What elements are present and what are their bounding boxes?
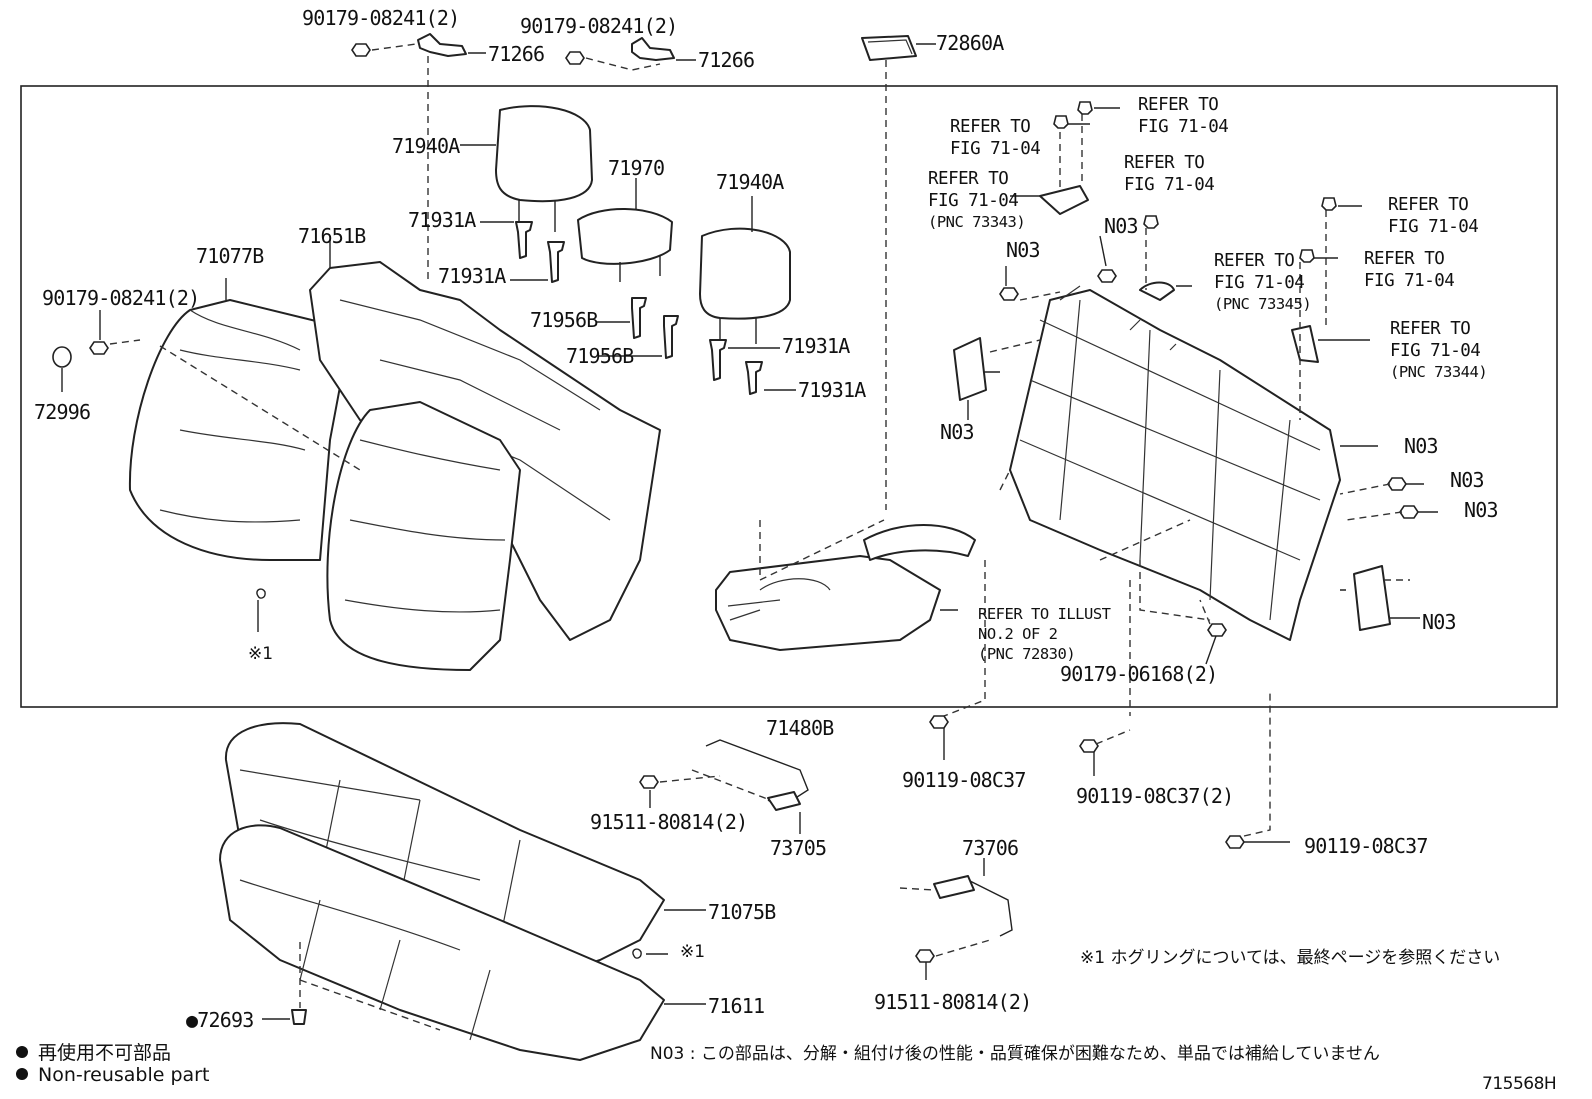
label-bolt-90119-08c37-c[interactable]: 90119-08C37 bbox=[1304, 834, 1428, 858]
bracket-71266-left-drawing bbox=[351, 33, 486, 282]
label-pad-71611[interactable]: 71611 bbox=[708, 994, 765, 1018]
headrest-71940a-right-drawing bbox=[699, 196, 791, 346]
label-bracket-71266-a[interactable]: 71266 bbox=[488, 42, 545, 66]
hook-73706-drawing bbox=[899, 858, 1013, 980]
label-bolt-90119-08c37-a[interactable]: 90119-08C37 bbox=[902, 768, 1026, 792]
bracket-71266-right-drawing bbox=[565, 37, 696, 71]
pocket-72860a-drawing bbox=[861, 35, 936, 510]
label-support-71931a-4[interactable]: 71931A bbox=[798, 378, 866, 402]
label-clip-72693[interactable]: ●72693 bbox=[186, 1008, 254, 1032]
label-cap-72996[interactable]: 72996 bbox=[34, 400, 91, 424]
label-bolt-90119-08c37-b[interactable]: 90119-08C37(2) bbox=[1076, 784, 1234, 808]
label-bolt-90179-08241-b[interactable]: 90179-08241(2) bbox=[520, 14, 678, 38]
label-hook-73705[interactable]: 73705 bbox=[770, 836, 827, 860]
headrest-71970-drawing bbox=[577, 178, 673, 282]
label-support-71931a-2[interactable]: 71931A bbox=[438, 264, 506, 288]
legend-non-reusable-en: Non-reusable part bbox=[16, 1064, 209, 1086]
label-part-72860a[interactable]: 72860A bbox=[936, 31, 1004, 55]
bolts-90119-drawing bbox=[929, 690, 1290, 849]
label-headrest-71970[interactable]: 71970 bbox=[608, 156, 665, 180]
seat-cushion-pad-71611-drawing bbox=[219, 824, 706, 1061]
headrest-71940a-left-drawing bbox=[460, 105, 593, 232]
hook-73705-drawing bbox=[639, 739, 809, 834]
label-n03-4[interactable]: N03 bbox=[1404, 434, 1439, 458]
figure-id: 715568H bbox=[1482, 1074, 1557, 1094]
seatback-frame-71480b-drawing bbox=[943, 285, 1341, 717]
label-pad-71651b[interactable]: 71651B bbox=[298, 224, 366, 248]
n03-note: N03 : この部品は、分解・組付け後の性能・品質確保が困難なため、単品では補給… bbox=[650, 1044, 1380, 1064]
label-n03-6[interactable]: N03 bbox=[1464, 498, 1499, 522]
legend-non-reusable-jp: 再使用不可部品 bbox=[16, 1038, 171, 1065]
label-bolt-91511-80814-b[interactable]: 91511-80814(2) bbox=[874, 990, 1032, 1014]
label-support-71931a-3[interactable]: 71931A bbox=[782, 334, 850, 358]
n03-side-pieces-drawing bbox=[953, 337, 1420, 631]
label-cover-71075b[interactable]: 71075B bbox=[708, 900, 776, 924]
label-bolt-91511-80814-a[interactable]: 91511-80814(2) bbox=[590, 810, 748, 834]
label-guide-71956b-1[interactable]: 71956B bbox=[530, 308, 598, 332]
seatback-cover-71077b-drawing bbox=[128, 278, 346, 561]
label-headrest-71940a-right[interactable]: 71940A bbox=[716, 170, 784, 194]
label-guide-71956b-2[interactable]: 71956B bbox=[566, 344, 634, 368]
label-hook-73706[interactable]: 73706 bbox=[962, 836, 1019, 860]
label-bolt-90179-08241-a[interactable]: 90179-08241(2) bbox=[302, 6, 460, 30]
label-n03-7[interactable]: N03 bbox=[1422, 610, 1457, 634]
non-reusable-dot-icon bbox=[16, 1046, 28, 1058]
label-n03-5[interactable]: N03 bbox=[1450, 468, 1485, 492]
hog-ring-note: ※1 ホグリングについては、最終ページを参照ください bbox=[1080, 948, 1501, 968]
hog-ring-bottom-drawing bbox=[632, 948, 668, 959]
hog-ring-left-drawing bbox=[256, 588, 266, 599]
label-cover-71077b[interactable]: 71077B bbox=[196, 244, 264, 268]
label-bracket-71266-b[interactable]: 71266 bbox=[698, 48, 755, 72]
referred-clips-drawing bbox=[1010, 101, 1370, 420]
label-bolt-90179-08241-c[interactable]: 90179-08241(2) bbox=[42, 286, 200, 310]
label-hog-ring-mark-left: ※1 bbox=[248, 644, 274, 664]
label-n03-1[interactable]: N03 bbox=[1006, 238, 1041, 262]
n03-nuts-drawing bbox=[999, 235, 1438, 665]
label-n03-3[interactable]: N03 bbox=[940, 420, 975, 444]
cap-72996-drawing bbox=[52, 310, 361, 471]
non-reusable-dot-icon bbox=[16, 1068, 28, 1080]
supports-71931a-drawing bbox=[480, 221, 796, 395]
guides-71956b-drawing bbox=[596, 297, 679, 359]
label-support-71931a-1[interactable]: 71931A bbox=[408, 208, 476, 232]
label-hog-ring-mark-bottom: ※1 bbox=[680, 942, 706, 962]
label-bolt-90179-06168[interactable]: 90179-06168(2) bbox=[1060, 662, 1218, 686]
label-headrest-71940a-left[interactable]: 71940A bbox=[392, 134, 460, 158]
label-n03-2[interactable]: N03 bbox=[1104, 214, 1139, 238]
armrest-drawing bbox=[715, 519, 976, 651]
label-frame-71480b[interactable]: 71480B bbox=[766, 716, 834, 740]
clip-72693-drawing bbox=[262, 942, 441, 1031]
seatback-cover-right-drawing bbox=[326, 401, 521, 671]
assembly-group-frame bbox=[20, 85, 1558, 708]
